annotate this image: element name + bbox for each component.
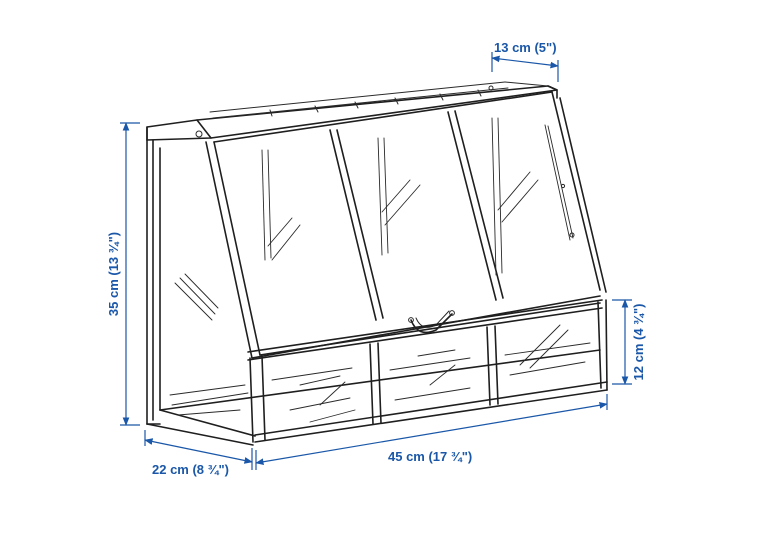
greenhouse-drawing (146, 81, 608, 446)
dimension-depth-top: 13 cm (5") (491, 40, 559, 82)
top-frame (146, 81, 558, 141)
label-height-total: 35 cm (13 ¾") (106, 232, 121, 316)
dimension-height-base: 12 cm (4 ¾") (612, 299, 646, 385)
dimension-width: 45 cm (17 ¾") (255, 394, 608, 470)
base-box (146, 299, 608, 446)
label-height-base: 12 cm (4 ¾") (631, 304, 646, 381)
left-side-panel (146, 139, 261, 425)
label-depth-top: 13 cm (5") (494, 40, 557, 55)
dimension-depth-bottom: 22 cm (8 ¾") (144, 430, 253, 477)
label-depth-bottom: 22 cm (8 ¾") (152, 462, 229, 477)
dimension-height-total: 35 cm (13 ¾") (106, 122, 140, 426)
label-width: 45 cm (17 ¾") (388, 449, 472, 464)
